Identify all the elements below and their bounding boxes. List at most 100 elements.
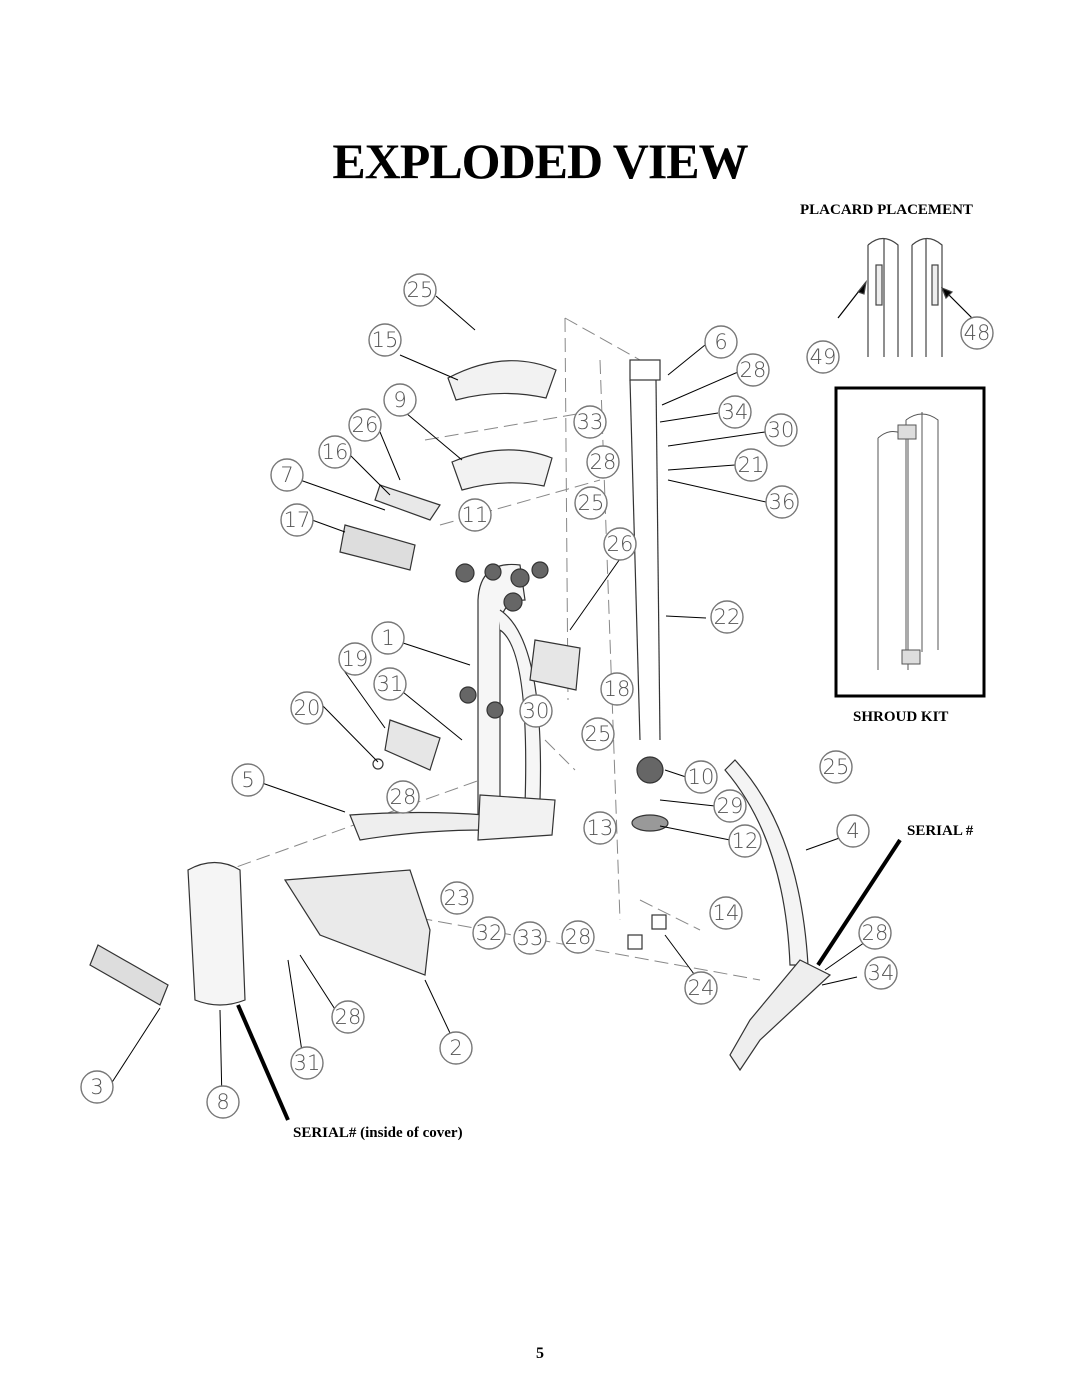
callout-circle	[581, 717, 615, 751]
callout-circle	[206, 1085, 240, 1119]
callout-15: 15	[368, 323, 402, 357]
callout-6: 6	[704, 325, 738, 359]
callout-circle	[318, 435, 352, 469]
callout-circle	[403, 273, 437, 307]
callout-25: 25	[574, 486, 608, 520]
callout-circle	[513, 921, 547, 955]
callout-number: 22	[714, 605, 741, 629]
callout-circle	[439, 1031, 473, 1065]
callout-circle	[864, 956, 898, 990]
callout-number: 1	[381, 626, 394, 650]
callout-25: 25	[581, 717, 615, 751]
callout-11: 11	[458, 498, 492, 532]
callout-number: 11	[462, 503, 489, 527]
callout-number: 8	[216, 1090, 229, 1114]
callout-circle	[718, 395, 752, 429]
callout-circle	[290, 691, 324, 725]
callout-31: 31	[373, 667, 407, 701]
callout-circle	[684, 760, 718, 794]
callout-number: 18	[604, 677, 631, 701]
callout-circle	[371, 621, 405, 655]
callout-30: 30	[764, 413, 798, 447]
callout-circle	[684, 971, 718, 1005]
callout-circle	[440, 881, 474, 915]
callout-30: 30	[519, 694, 553, 728]
callout-28: 28	[561, 920, 595, 954]
callout-circle	[583, 811, 617, 845]
callout-2: 2	[439, 1031, 473, 1065]
callout-number: 4	[846, 819, 859, 843]
callout-number: 33	[577, 410, 604, 434]
callout-number: 5	[241, 768, 254, 792]
callout-number: 28	[862, 921, 889, 945]
callout-circle	[806, 340, 840, 374]
callout-number: 32	[476, 921, 503, 945]
callout-5: 5	[231, 763, 265, 797]
callout-number: 10	[688, 765, 715, 789]
callout-33: 33	[513, 921, 547, 955]
callout-17: 17	[280, 503, 314, 537]
callout-9: 9	[383, 383, 417, 417]
callout-circle	[472, 916, 506, 950]
callout-7: 7	[270, 458, 304, 492]
callout-number: 26	[607, 532, 634, 556]
callout-1: 1	[371, 621, 405, 655]
callout-21: 21	[734, 448, 768, 482]
callout-28: 28	[586, 445, 620, 479]
callout-number: 29	[717, 794, 744, 818]
callout-circle	[734, 448, 768, 482]
serial-label: SERIAL #	[907, 823, 974, 839]
callout-33: 33	[573, 405, 607, 439]
callout-circle	[858, 916, 892, 950]
callout-circle	[561, 920, 595, 954]
callout-circle	[519, 694, 553, 728]
callout-number: 21	[738, 453, 765, 477]
callout-number: 49	[810, 345, 837, 369]
callout-number: 9	[393, 388, 406, 412]
callout-circle	[819, 750, 853, 784]
callout-circle	[383, 383, 417, 417]
callout-31: 31	[290, 1046, 324, 1080]
callout-22: 22	[710, 600, 744, 634]
serial-inside-cover-label: SERIAL# (inside of cover)	[293, 1125, 463, 1141]
callout-circle	[586, 445, 620, 479]
callout-circle	[960, 316, 994, 350]
callout-circle	[386, 780, 420, 814]
callout-circle	[290, 1046, 324, 1080]
callout-circle	[348, 408, 382, 442]
callout-number: 13	[587, 816, 614, 840]
callout-number: 28	[565, 925, 592, 949]
callout-number: 48	[964, 321, 991, 345]
callout-circle	[574, 486, 608, 520]
callout-number: 36	[769, 490, 796, 514]
callout-circle	[710, 600, 744, 634]
placard-placement-illustration	[837, 237, 973, 357]
callout-number: 25	[407, 278, 434, 302]
callout-28: 28	[858, 916, 892, 950]
callout-circle	[338, 642, 372, 676]
callout-circle	[836, 814, 870, 848]
callout-number: 30	[523, 699, 550, 723]
callout-number: 6	[714, 330, 727, 354]
callout-48: 48	[960, 316, 994, 350]
shroud-kit-box	[834, 386, 986, 698]
callout-28: 28	[386, 780, 420, 814]
callout-circle	[373, 667, 407, 701]
callout-28: 28	[331, 1000, 365, 1034]
callout-circle	[368, 323, 402, 357]
callout-number: 2	[449, 1036, 462, 1060]
callout-number: 25	[585, 722, 612, 746]
callout-32: 32	[472, 916, 506, 950]
callout-circle	[80, 1070, 114, 1104]
callout-circle	[600, 672, 634, 706]
callout-circle	[280, 503, 314, 537]
callout-circle	[231, 763, 265, 797]
callout-circle	[728, 824, 762, 858]
callout-number: 25	[823, 755, 850, 779]
callout-25: 25	[819, 750, 853, 784]
callout-circle	[270, 458, 304, 492]
callout-number: 12	[732, 829, 759, 853]
callout-number: 28	[740, 358, 767, 382]
callout-number: 31	[377, 672, 404, 696]
callout-34: 34	[718, 395, 752, 429]
